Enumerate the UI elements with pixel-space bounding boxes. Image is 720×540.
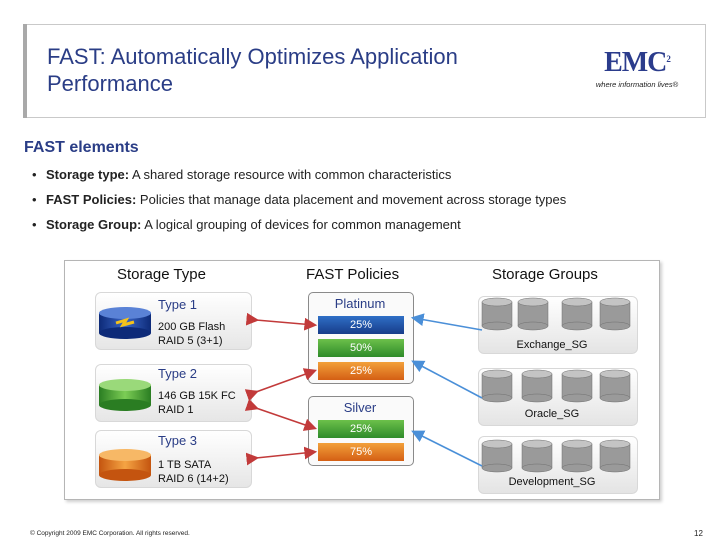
section-heading: FAST elements — [24, 139, 139, 156]
logo-tagline: where information lives® — [595, 80, 679, 89]
type1-label: Type 1 — [158, 297, 198, 312]
title-accent-bar — [23, 24, 27, 118]
bullet-item: •FAST Policies: Policies that manage dat… — [32, 192, 567, 207]
platinum-tier3-bar: 25% — [318, 362, 404, 380]
type1-desc: 200 GB Flash RAID 5 (3+1) — [158, 320, 225, 348]
type3-desc: 1 TB SATA RAID 6 (14+2) — [158, 458, 229, 486]
silver-policy-name: Silver — [343, 400, 377, 415]
type1-to-platinum-arrow — [245, 312, 318, 331]
type2-desc: 146 GB 15K FC RAID 1 — [158, 389, 236, 417]
logo-name: EMC — [604, 47, 667, 78]
type2-label: Type 2 — [158, 366, 198, 381]
type2-desc-line2: RAID 1 — [158, 404, 194, 416]
type1-desc-line2: RAID 5 (3+1) — [158, 335, 223, 347]
bullet-item: •Storage type: A shared storage resource… — [32, 167, 452, 182]
exchange-sg-label: Exchange_SG — [516, 339, 588, 351]
bullet-term: FAST Policies: — [46, 192, 137, 207]
type3-desc-line2: RAID 6 (14+2) — [158, 473, 229, 485]
flash-disk-icon — [99, 307, 151, 339]
silver-tier1-bar: 25% — [318, 420, 404, 438]
type1-desc-line1: 200 GB Flash — [158, 321, 226, 333]
sata-disk-icon — [99, 449, 151, 481]
page-number: 12 — [694, 529, 703, 538]
storage-groups-header: Storage Groups — [492, 266, 598, 283]
oracle-to-platinum-connector — [411, 360, 483, 399]
bullet-term: Storage Group: — [46, 217, 142, 232]
silver-tier2-bar: 75% — [318, 443, 404, 461]
fast-policies-header: FAST Policies — [306, 266, 400, 283]
development-disks-icon — [481, 439, 631, 473]
slide-title: FAST: Automatically Optimizes Applicatio… — [47, 44, 458, 96]
exchange-disks-icon — [481, 297, 631, 331]
exchange-to-platinum-connector — [410, 313, 483, 331]
bullet-item: •Storage Group: A logical grouping of de… — [32, 217, 461, 232]
development-to-silver-connector — [411, 430, 483, 467]
bullet-text: Policies that manage data placement and … — [136, 192, 567, 207]
emc-logo: EMC2 where information lives® — [572, 48, 702, 98]
bullet-text: A shared storage resource with common ch… — [129, 167, 452, 182]
storage-type-header: Storage Type — [117, 266, 206, 283]
platinum-policy-name: Platinum — [334, 296, 386, 311]
fc-disk-icon — [99, 379, 151, 411]
bullet-term: Storage type: — [46, 167, 130, 182]
type2-to-platinum-arrow — [244, 368, 318, 402]
logo-superscript: 2 — [666, 54, 670, 64]
copyright-footer: © Copyright 2009 EMC Corporation. All ri… — [30, 530, 190, 537]
type2-to-silver-arrow — [244, 398, 318, 431]
oracle-disks-icon — [481, 369, 631, 403]
type3-desc-line1: 1 TB SATA — [158, 459, 212, 471]
bullet-text: A logical grouping of devices for common… — [141, 217, 461, 232]
oracle-sg-label: Oracle_SG — [524, 408, 580, 420]
development-sg-label: Development_SG — [508, 476, 596, 488]
type3-to-silver-arrow — [245, 446, 318, 466]
type2-desc-line1: 146 GB 15K FC — [158, 390, 236, 402]
type3-label: Type 3 — [158, 433, 198, 448]
platinum-tier1-bar: 25% — [318, 316, 404, 334]
platinum-tier2-bar: 50% — [318, 339, 404, 357]
